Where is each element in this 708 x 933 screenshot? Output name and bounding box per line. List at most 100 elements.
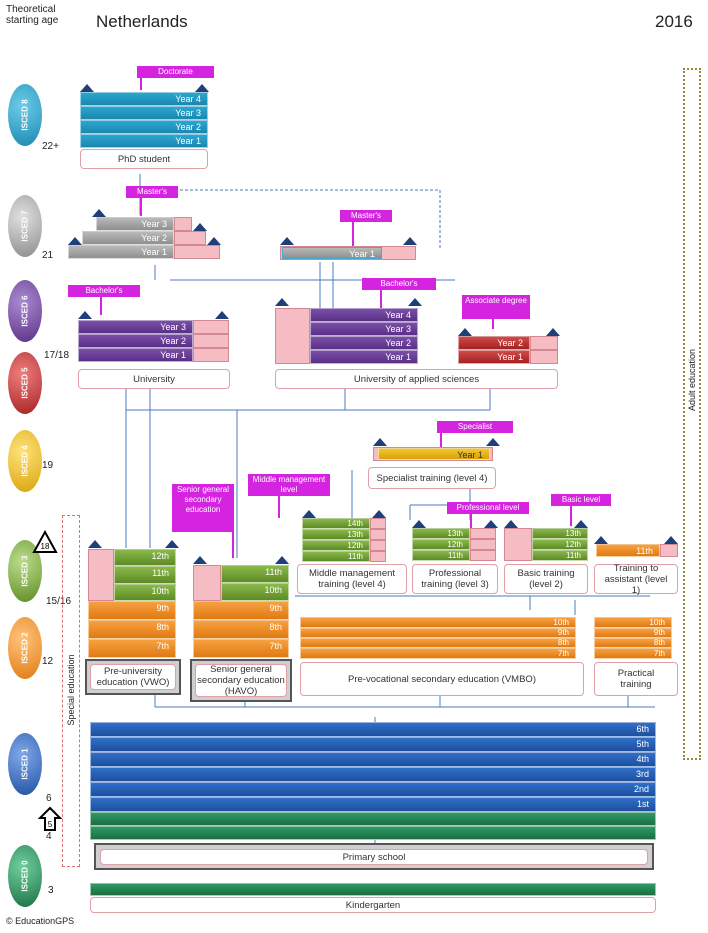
phd-student-box: PhD student [80,149,208,169]
vmbo-box: Pre-vocational secondary education (VMBO… [300,662,584,696]
bachelors-year: Year 1 [78,348,193,362]
practical-grade: 8th [594,638,672,648]
basic-training-box: Basic training (level 2) [504,564,588,594]
vwo-grade: 9th [88,601,176,620]
bachelors-uas-year: Year 4 [310,308,418,322]
bachelors-year: Year 3 [78,320,193,334]
middle-management-tag: Middle management level [248,474,330,496]
primary-grade-preschool [90,812,656,826]
vmbo-grade: 10th [300,617,576,628]
age-label: 17/18 [44,350,70,361]
specialist-tag: Specialist [437,421,513,433]
bachelors-uas-year: Year 2 [310,336,418,350]
professional-training-box: Professional training (level 3) [412,564,498,594]
bachelors-uas-tag: Bachelor's [362,278,436,290]
primary-grade: 3rd [90,767,656,782]
professional-year: 13th [412,528,470,539]
bachelors-year: Year 2 [78,334,193,348]
bachelors-tag: Bachelor's [68,285,140,297]
masters-year: Year 3 [96,217,174,231]
havo-grade: 9th [193,601,289,620]
doctorate-tag: Doctorate [137,66,214,78]
isced-0-icon: ISCED 0 [8,845,42,907]
basic-year: 13th [532,528,588,539]
age-label: 15/16 [46,596,72,607]
vmbo-grade: 9th [300,628,576,638]
primary-grade: 1st [90,797,656,812]
bachelors-uas-year: Year 3 [310,322,418,336]
havo-grade: 7th [193,639,289,658]
primary-grade: 4th [90,752,656,767]
age-label: 3 [48,885,54,896]
kindergarten-box: Kindergarten [90,897,656,913]
assistant-year: 11th [596,544,660,557]
page-title: Netherlands [96,12,188,31]
practical-grade: 10th [594,617,672,628]
svg-text:5: 5 [48,820,53,829]
vwo-grade: 11th [114,566,176,584]
masters-year: Year 2 [82,231,174,245]
doctorate-year: Year 3 [80,106,208,120]
middle-management-year: 13th [302,529,370,540]
associate-tag: Associate degree [462,295,530,319]
middle-management-year: 14th [302,518,370,529]
practical-grade: 7th [594,648,672,659]
isced-2-icon: ISCED 2 [8,617,42,679]
basic-year: 12th [532,539,588,550]
isced-5-icon: ISCED 5 [8,352,42,414]
age-label: 22+ [42,141,59,152]
isced-6-icon: ISCED 6 [8,280,42,342]
starting-age-label: Theoretical starting age [6,4,59,26]
professional-year: 11th [412,550,470,561]
age-label: 6 [46,793,52,804]
isced-4-icon: ISCED 4 [8,430,42,492]
uas-box: University of applied sciences [275,369,558,389]
middle-management-box: Middle management training (level 4) [297,564,407,594]
professional-year: 12th [412,539,470,550]
associate-year: Year 2 [458,336,530,350]
isced-8-icon: ISCED 8 [8,84,42,146]
basic-year: 11th [532,550,588,561]
practical-box: Practical training [594,662,678,696]
masters-tag: Master's [126,186,178,198]
assistant-training-box: Training to assistant (level 1) [594,563,678,596]
practical-grade: 9th [594,628,672,638]
havo-grade: 11th [221,565,289,583]
vwo-box: Pre-university education (VWO) [90,664,176,690]
havo-box: Senior general secondary education (HAVO… [195,664,287,697]
vmbo-grade: 7th [300,648,576,659]
professional-tag: Professional level [447,502,529,514]
age-label: 21 [42,250,54,261]
primary-grade: 2nd [90,782,656,797]
kindergarten-bar [90,883,656,896]
doctorate-year: Year 2 [80,120,208,134]
havo-grade: 10th [221,583,289,601]
middle-management-year: 11th [302,551,370,562]
basic-tag: Basic level [551,494,611,506]
compulsory-end-icon: 18 [32,530,58,553]
bachelors-uas-year: Year 1 [310,350,418,364]
primary-school-box: Primary school [100,849,648,865]
vmbo-grade: 8th [300,638,576,648]
special-education-label: Special education [66,654,76,726]
associate-year: Year 1 [458,350,530,364]
vwo-grade: 7th [88,639,176,658]
specialist-year: Year 1 [378,448,490,460]
isced-1-icon: ISCED 1 [8,733,42,795]
masters-uas-tag: Master's [340,210,392,222]
vwo-grade: 8th [88,620,176,639]
special-education-box [62,515,80,867]
university-box: University [78,369,230,389]
svg-text:18: 18 [41,542,50,551]
havo-grade: 8th [193,620,289,639]
middle-management-year: 12th [302,540,370,551]
adult-education-box [683,68,701,760]
year-label: 2016 [655,12,693,31]
doctorate-year: Year 4 [80,92,208,106]
vwo-grade: 10th [114,584,176,601]
masters-year: Year 1 [68,245,174,259]
primary-grade: 5th [90,737,656,752]
specialist-training-box: Specialist training (level 4) [368,467,496,489]
primary-grade: 6th [90,722,656,737]
